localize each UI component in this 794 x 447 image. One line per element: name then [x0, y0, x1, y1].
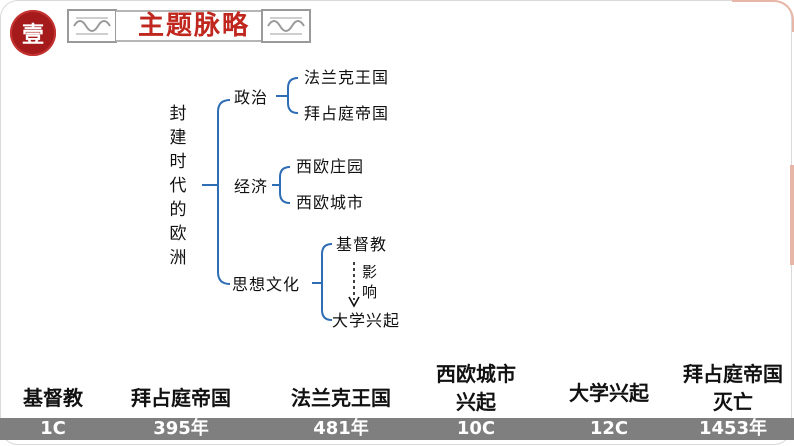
timeline-date: 395年 — [153, 418, 209, 439]
economy-bracket — [272, 166, 291, 204]
timeline-event: 拜占庭帝国灭亡 — [683, 362, 783, 414]
cloud-ornament-left-icon — [67, 9, 117, 43]
cloud-ornament-right-icon — [261, 9, 311, 43]
node-university: 大学兴起 — [332, 311, 401, 330]
timeline-date: 10C — [456, 418, 496, 439]
timeline-date: 12C — [589, 418, 629, 439]
branch-culture: 思想文化 — [232, 275, 301, 294]
section-numeral: 壹 — [21, 22, 44, 48]
politics-bracket — [276, 77, 299, 114]
timeline-date: 481年 — [313, 418, 369, 439]
section-seal: 壹 — [10, 10, 56, 56]
timeline-date: 1C — [40, 418, 66, 439]
mindmap-root: 封建时代的欧洲 — [169, 104, 187, 268]
culture-bracket — [312, 243, 333, 321]
timeline-event: 西欧城市兴起 — [436, 362, 516, 414]
node-manor: 西欧庄园 — [296, 157, 365, 176]
influence-arrowhead — [348, 296, 360, 308]
title-banner: 主题脉略 — [66, 6, 312, 46]
banner-box — [116, 10, 262, 42]
side-decoration — [790, 165, 794, 265]
node-byzantine-empire: 拜占庭帝国 — [304, 104, 390, 123]
influence-label: 影响 — [362, 263, 378, 301]
timeline-bar — [0, 418, 794, 440]
timeline-date: 1453年 — [698, 418, 768, 439]
node-city: 西欧城市 — [296, 193, 365, 212]
node-frankish-kingdom: 法兰克王国 — [304, 68, 390, 87]
node-christianity: 基督教 — [336, 235, 388, 254]
timeline-event: 拜占庭帝国 — [131, 386, 231, 410]
timeline-event: 大学兴起 — [569, 381, 649, 405]
branch-politics: 政治 — [234, 88, 269, 107]
branch-economy: 经济 — [234, 177, 269, 196]
page-title: 主题脉略 — [137, 11, 250, 41]
main-bracket — [217, 99, 231, 285]
timeline-event: 法兰克王国 — [291, 386, 391, 410]
timeline-event: 基督教 — [23, 386, 83, 410]
corner-decoration — [732, 0, 794, 32]
